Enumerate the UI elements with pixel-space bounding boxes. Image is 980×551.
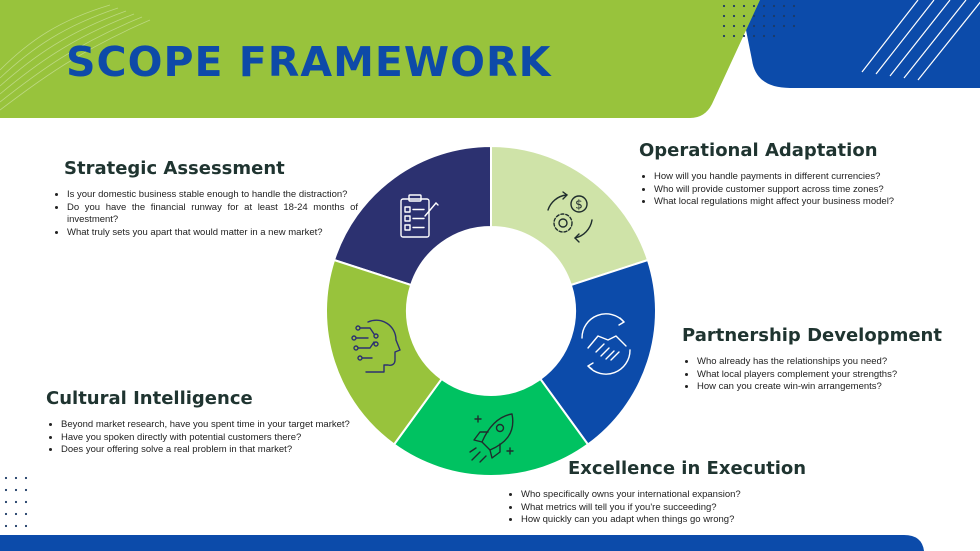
operational-bullet: How will you handle payments in differen… [654, 171, 937, 184]
cultural-bullet: Have you spoken directly with potential … [61, 432, 354, 445]
execution-bullet: How quickly can you adapt when things go… [521, 514, 804, 527]
execution-bullet: What metrics will tell you if you're suc… [521, 502, 804, 515]
operational-bullet: Who will provide customer support across… [654, 184, 937, 197]
page-title: SCOPE FRAMEWORK [66, 38, 552, 86]
svg-text:$: $ [575, 198, 583, 212]
strategic-assessment-heading: Strategic Assessment [64, 158, 285, 179]
cultural-bullet: Does your offering solve a real problem … [61, 444, 354, 457]
partnership-bullet: How can you create win-win arrangements? [697, 381, 970, 394]
dot-grid-bottom [4, 476, 28, 528]
header-lime-band [0, 0, 760, 118]
strategic-assessment-section: Strategic Assessment Is your domestic bu… [50, 158, 358, 239]
partnership-development-heading: Partnership Development [682, 325, 942, 346]
dot-grid-top [722, 4, 796, 38]
footer-blue-bar [0, 535, 924, 551]
cultural-intelligence-heading: Cultural Intelligence [46, 388, 253, 409]
execution-bullet: Who specifically owns your international… [521, 489, 804, 502]
operational-adaptation-section: Operational Adaptation How will you hand… [637, 140, 937, 209]
ai-head-icon [351, 319, 401, 373]
wave-pattern [0, 4, 151, 111]
donut-segment-partnership [538, 258, 657, 446]
donut-segment-strategic [332, 144, 492, 287]
rocket-icon [469, 413, 514, 463]
partnership-bullet: What local players complement your stren… [697, 369, 970, 382]
dollar-gear-cycle-icon: $ [547, 191, 593, 243]
operational-adaptation-heading: Operational Adaptation [639, 140, 878, 161]
donut-segment-operational [490, 144, 650, 287]
diagonal-lines [861, 0, 980, 81]
strategic-bullet: What truly sets you apart that would mat… [67, 227, 358, 240]
partnership-development-section: Partnership Development Who already has … [680, 325, 970, 394]
excellence-in-execution-section: Excellence in Execution Who specifically… [504, 458, 807, 527]
checklist-clipboard-icon [400, 194, 439, 238]
strategic-bullet: Is your domestic business stable enough … [67, 189, 358, 202]
operational-bullet: What local regulations might affect your… [654, 196, 937, 209]
excellence-in-execution-heading: Excellence in Execution [568, 458, 807, 479]
partnership-bullet: Who already has the relationships you ne… [697, 356, 970, 369]
header-blue-shape [740, 0, 980, 88]
cultural-bullet: Beyond market research, have you spent t… [61, 419, 354, 432]
donut-segment-cultural [325, 258, 444, 446]
cultural-intelligence-section: Cultural Intelligence Beyond market rese… [44, 388, 354, 457]
handshake-icon [581, 313, 631, 375]
strategic-bullet: Do you have the financial runway for at … [67, 202, 358, 227]
